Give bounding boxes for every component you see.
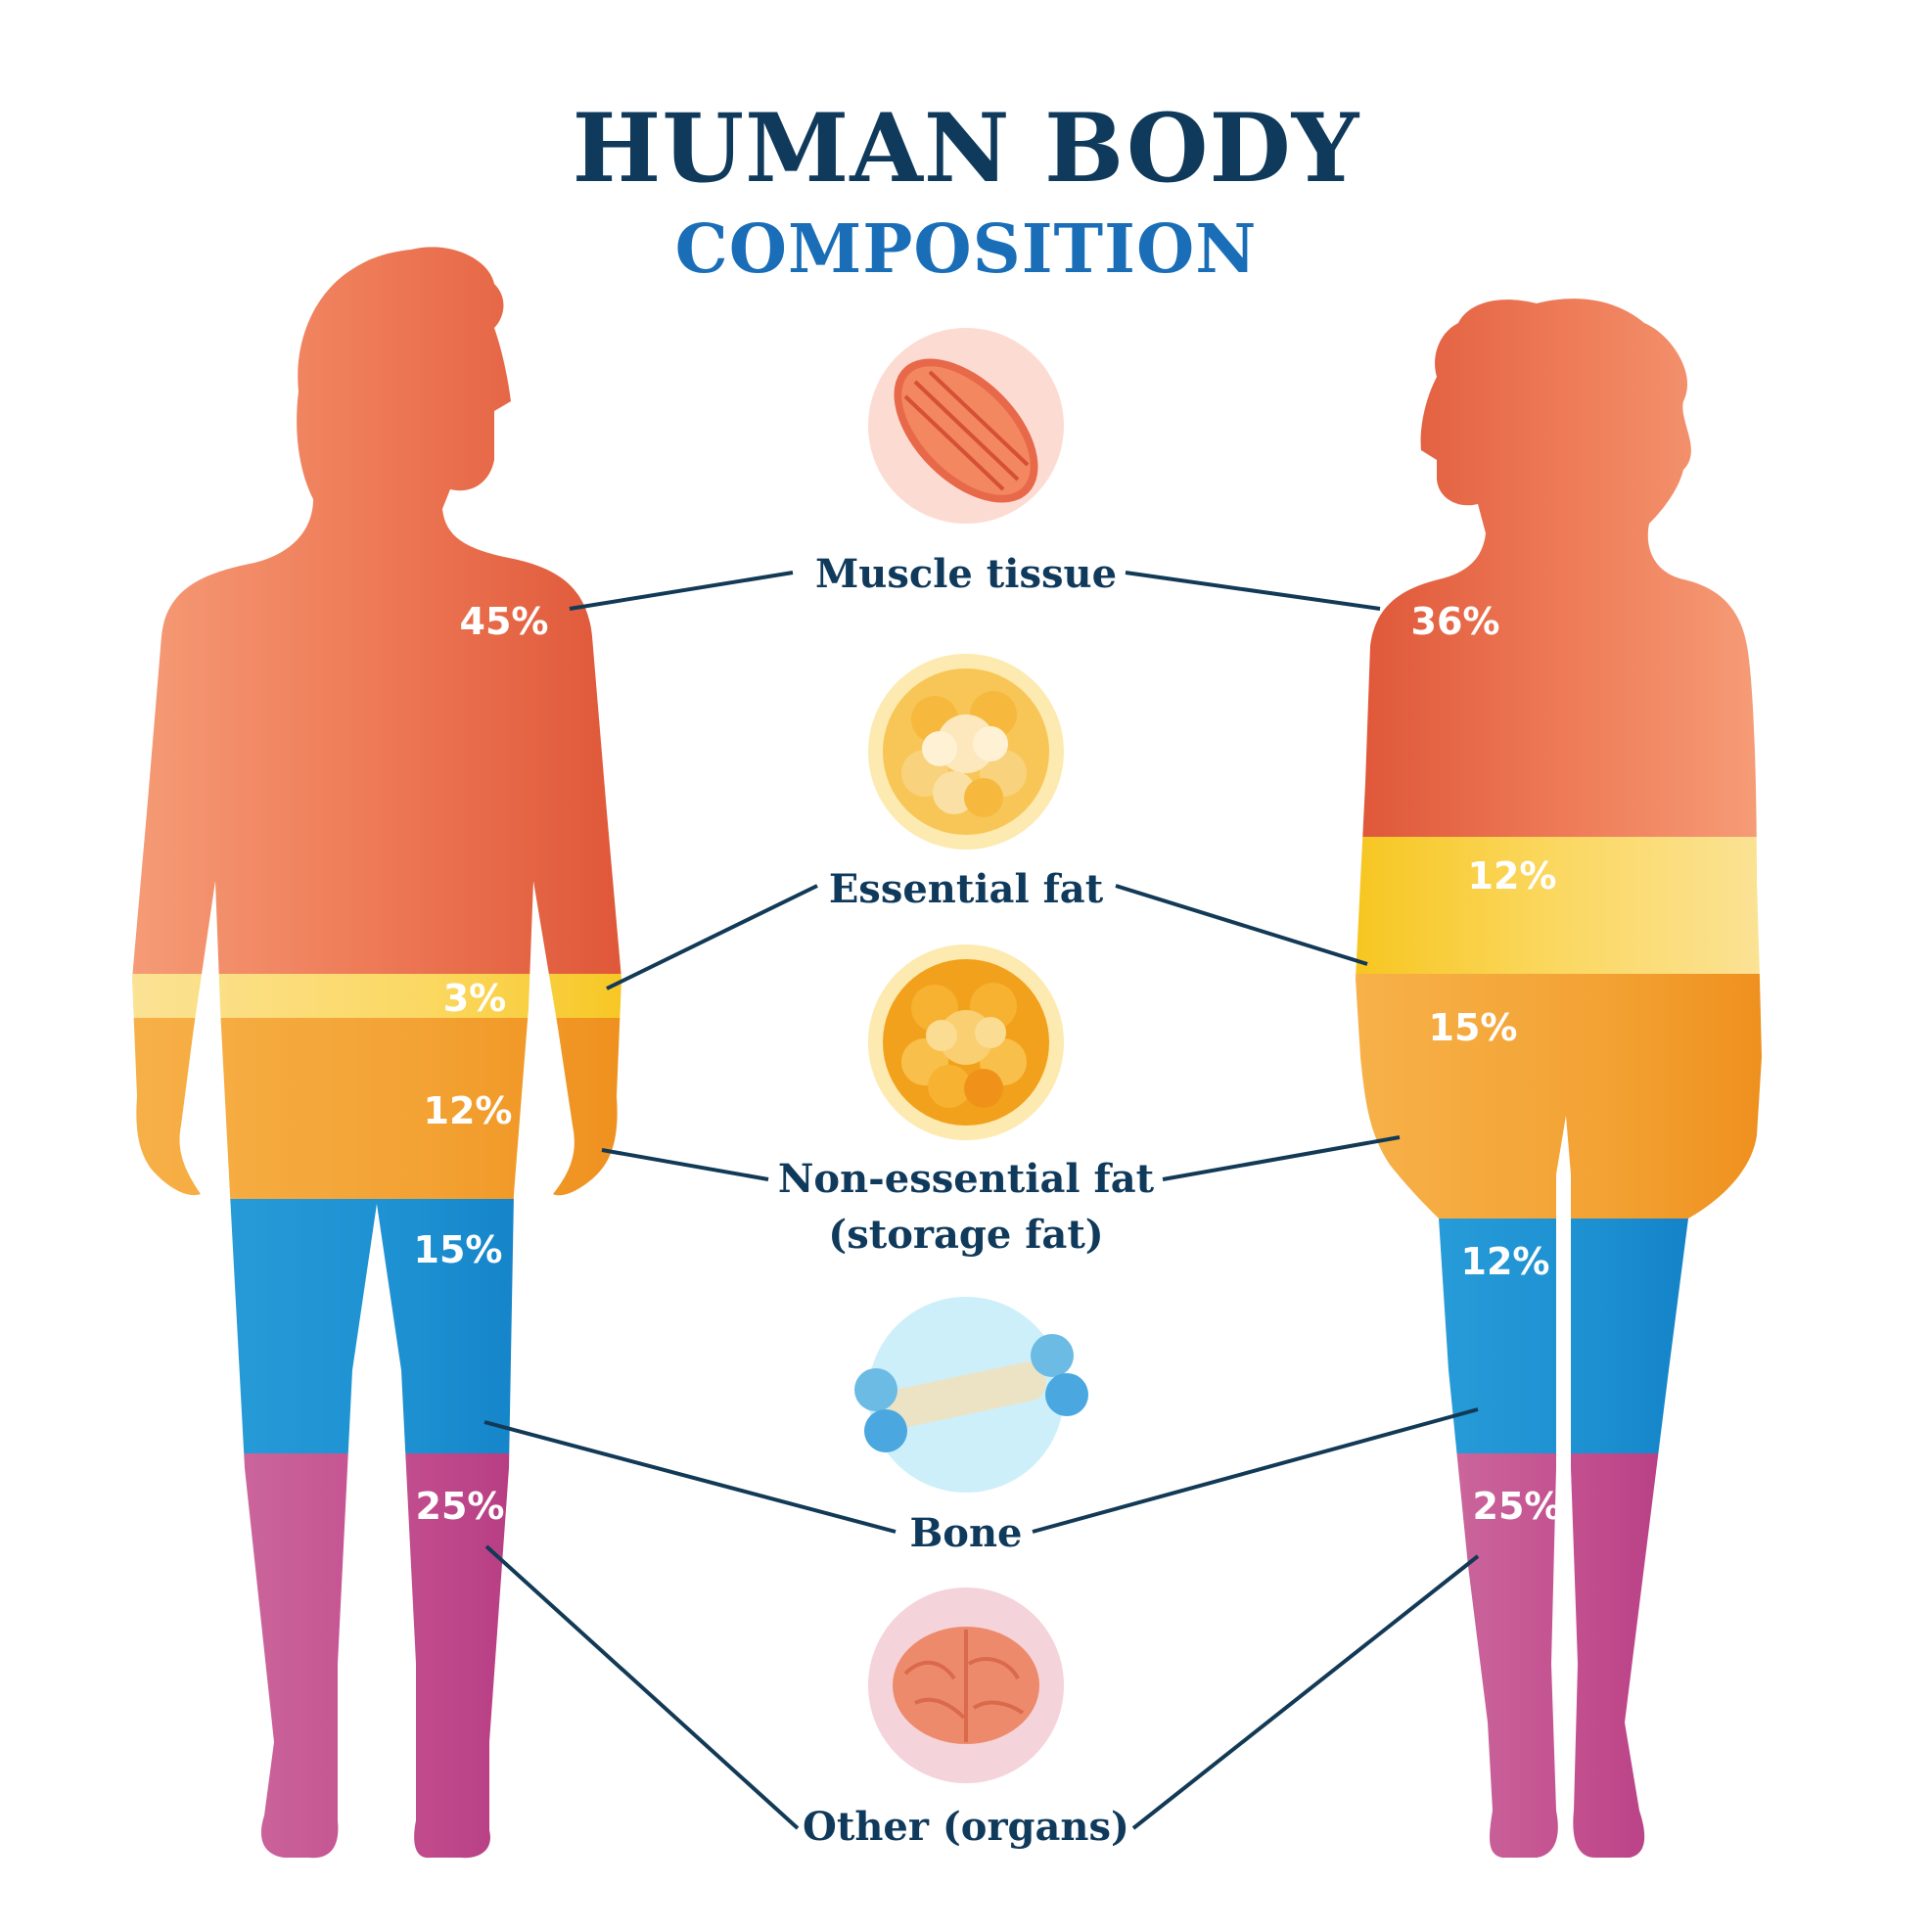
female-bone-percent: 12%: [1461, 1240, 1550, 1283]
label-other-organs: Other (organs): [803, 1804, 1129, 1850]
female-other-percent: 25%: [1473, 1485, 1562, 1528]
label-storage-fat: (storage fat): [828, 1212, 1103, 1258]
muscle-fiber-icon: [868, 328, 1064, 524]
male-other-percent: 25%: [416, 1485, 505, 1528]
male-bone-band: [132, 1199, 621, 1453]
female-essential-fat-band: [1356, 837, 1762, 974]
label-non-essential-fat: Non-essential fat: [778, 1156, 1155, 1202]
essential-fat-cell-icon: [868, 654, 1064, 850]
male-silhouette: [132, 247, 621, 1859]
storage-fat-cell-icon: [868, 944, 1064, 1140]
brain-icon: [868, 1587, 1064, 1783]
main-title: HUMAN BODY: [572, 93, 1360, 204]
female-silhouette: [1356, 299, 1762, 1858]
female-storage-fat-band: [1356, 974, 1762, 1219]
female-bone-band: [1356, 1219, 1762, 1453]
male-essential-fat-band: [132, 974, 621, 1018]
male-essential-fat-percent: 3%: [443, 977, 507, 1020]
female-essential-fat-percent: 12%: [1468, 854, 1557, 897]
female-storage-fat-percent: 15%: [1429, 1006, 1518, 1049]
bone-icon: [854, 1297, 1088, 1493]
label-essential-fat: Essential fat: [829, 866, 1104, 912]
male-muscle-band: [132, 247, 621, 974]
male-storage-fat-percent: 12%: [424, 1089, 513, 1132]
female-muscle-percent: 36%: [1411, 600, 1500, 643]
male-storage-fat-band: [132, 1018, 621, 1199]
label-bone: Bone: [909, 1510, 1022, 1556]
male-other-band: [132, 1453, 621, 1859]
leader-lines: [483, 571, 1480, 1830]
subtitle: COMPOSITION: [674, 210, 1258, 289]
male-muscle-percent: 45%: [460, 600, 549, 643]
label-muscle-tissue: Muscle tissue: [815, 551, 1117, 597]
male-bone-percent: 15%: [414, 1228, 503, 1271]
female-muscle-band: [1356, 299, 1762, 837]
